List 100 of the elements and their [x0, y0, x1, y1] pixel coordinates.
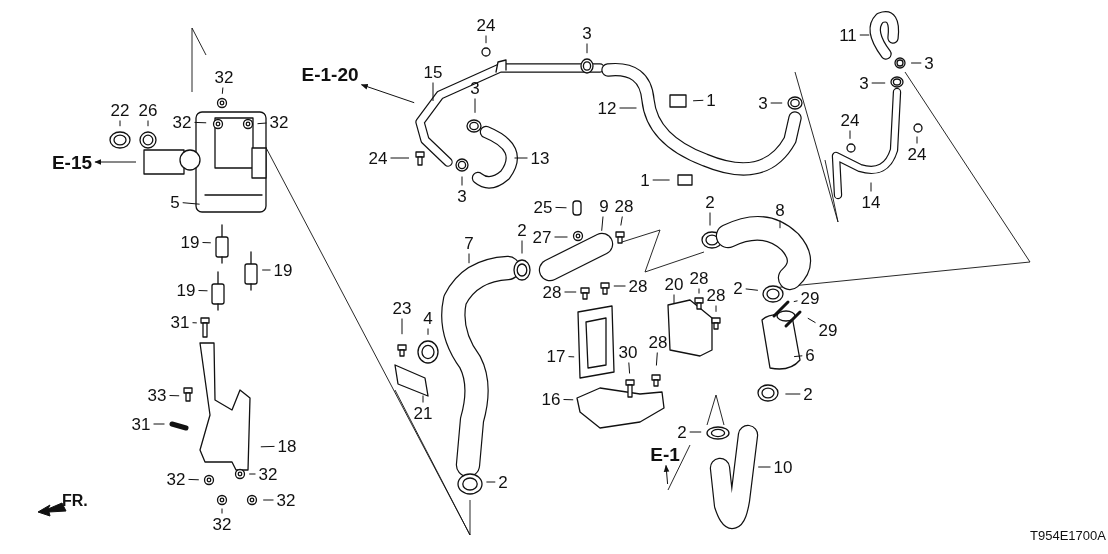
callout-number: 2: [704, 193, 716, 211]
callout-number: 3: [757, 94, 769, 112]
callout-number: 1: [705, 91, 717, 109]
callout-number: 28: [705, 286, 727, 304]
callout-number: 23: [391, 299, 413, 317]
leader-line: [849, 130, 851, 140]
leader-line: [485, 481, 496, 483]
callout-number: 32: [275, 491, 297, 509]
leader-line: [652, 179, 671, 181]
leader-line: [153, 423, 165, 425]
callout-number: 32: [165, 470, 187, 488]
leader-line: [422, 395, 424, 403]
callout-number: 26: [137, 101, 159, 119]
callout-number: 28: [647, 333, 669, 351]
leader-line: [689, 431, 702, 433]
leader-line: [793, 300, 798, 303]
leader-line: [871, 82, 886, 84]
reference-label: E-1: [649, 444, 681, 464]
leader-line: [692, 99, 704, 102]
leader-line: [554, 236, 568, 238]
leader-line: [698, 288, 700, 294]
callout-number: 6: [804, 346, 816, 364]
callout-number: 27: [531, 228, 553, 246]
callout-number: 25: [532, 198, 554, 216]
leader-line: [485, 35, 487, 44]
leader-line: [916, 136, 918, 144]
callout-number: 33: [146, 386, 168, 404]
reference-arrow: [663, 464, 670, 485]
leader-line: [757, 466, 771, 468]
callout-number: 2: [802, 385, 814, 403]
callout-number: 10: [772, 458, 794, 476]
leader-line: [859, 34, 870, 36]
callout-number: 29: [799, 289, 821, 307]
callout-number: 17: [545, 347, 567, 365]
leader-line: [620, 216, 623, 226]
leader-line: [182, 202, 201, 205]
callout-number: 13: [529, 149, 551, 167]
callout-number: 11: [838, 26, 858, 44]
leader-line: [432, 82, 434, 102]
callout-number: 32: [268, 113, 290, 131]
callout-number: 3: [923, 54, 935, 72]
leader-line: [401, 318, 403, 335]
drawing-code: T954E1700A: [1030, 528, 1106, 543]
callout-number: 24: [839, 111, 861, 129]
leader-line: [390, 157, 410, 159]
callout-number: 22: [109, 101, 131, 119]
callout-number: 24: [906, 145, 928, 163]
callout-number: 20: [663, 275, 685, 293]
leader-line: [770, 102, 783, 104]
leader-line: [568, 356, 575, 358]
callout-number: 3: [858, 74, 870, 92]
callout-number: 30: [617, 343, 639, 361]
leader-line: [793, 355, 803, 358]
leader-line: [147, 120, 149, 127]
leader-line: [709, 212, 711, 226]
leader-line: [715, 305, 717, 313]
leader-line: [260, 445, 275, 448]
callout-number: 32: [257, 465, 279, 483]
callout-number: 18: [276, 437, 298, 455]
callout-number: 31: [130, 415, 152, 433]
callout-number: 19: [175, 281, 197, 299]
callout-number: 9: [598, 197, 610, 215]
callout-number: 4: [422, 309, 434, 327]
leader-line: [910, 62, 922, 64]
callout-number: 14: [860, 193, 882, 211]
callout-number: 32: [213, 68, 235, 86]
callout-number: 2: [732, 279, 744, 297]
leader-line: [807, 317, 816, 324]
callout-number: 31: [169, 313, 191, 331]
reference-label: E-15: [50, 152, 94, 172]
leader-line: [514, 157, 528, 159]
callout-number: 16: [540, 390, 562, 408]
leader-line: [169, 395, 180, 397]
leader-line: [779, 220, 781, 229]
leader-line: [188, 478, 200, 481]
callout-number: 12: [596, 99, 618, 117]
reference-label: E-1-20: [300, 64, 360, 84]
leader-line: [257, 122, 267, 125]
callout-number: 1: [639, 171, 651, 189]
callout-number: 2: [497, 473, 509, 491]
callout-number: 28: [541, 283, 563, 301]
leader-line: [192, 322, 198, 324]
leader-line: [655, 352, 658, 366]
callout-number: 28: [613, 197, 635, 215]
leader-line: [262, 499, 274, 501]
callout-number: 15: [422, 63, 444, 81]
leader-line: [248, 473, 256, 475]
leader-line: [784, 393, 801, 395]
leader-line: [194, 121, 207, 124]
leader-line: [628, 362, 631, 374]
leader-line: [563, 399, 574, 401]
callout-number: 28: [688, 269, 710, 287]
leader-line: [601, 216, 604, 232]
callout-number: 8: [774, 201, 786, 219]
leader-line: [461, 176, 463, 186]
leader-line: [521, 240, 523, 254]
callout-number: 3: [469, 79, 481, 97]
direction-label: FR.: [62, 492, 88, 510]
callout-number: 19: [179, 233, 201, 251]
leader-line: [427, 328, 429, 336]
